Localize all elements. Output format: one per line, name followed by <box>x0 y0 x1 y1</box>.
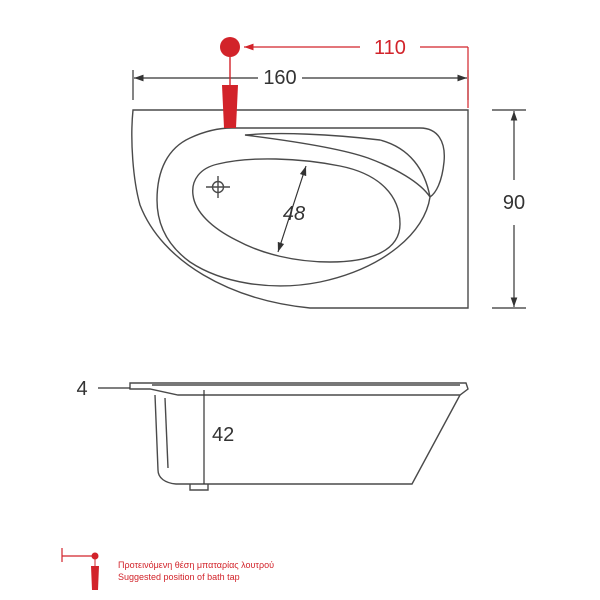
tub-foot <box>189 484 209 491</box>
basin-width-dimension-line <box>277 165 307 253</box>
tap-offset-label: 110 <box>374 37 406 59</box>
tub-outer-outline <box>131 109 469 309</box>
basin-width-label: 48 <box>283 203 305 225</box>
tub-inner-wall <box>164 397 169 469</box>
bath-tap-icon <box>61 548 99 590</box>
tub-inner-shell <box>156 127 445 287</box>
top-view: 48 160 90 110 <box>131 35 526 309</box>
tub-basin <box>192 158 401 263</box>
tap-position-marker <box>220 37 240 128</box>
length-label: 160 <box>263 67 296 89</box>
drain-icon <box>206 176 230 198</box>
legend-text-greek: Προτεινόμενη θέση μπαταρίας λουτρού <box>118 560 274 570</box>
tap-offset-label-bg <box>360 35 420 59</box>
width-label: 90 <box>503 192 525 214</box>
depth-label: 42 <box>212 424 234 446</box>
rim-thickness-label: 4 <box>76 378 87 400</box>
legend-text-english: Suggested position of bath tap <box>118 572 240 582</box>
length-label-bg <box>258 64 302 86</box>
side-view: 42 4 <box>76 378 469 491</box>
tub-body <box>154 394 461 485</box>
tub-rim <box>129 382 469 396</box>
legend: Προτεινόμενη θέση μπαταρίας λουτρού Sugg… <box>61 548 274 590</box>
